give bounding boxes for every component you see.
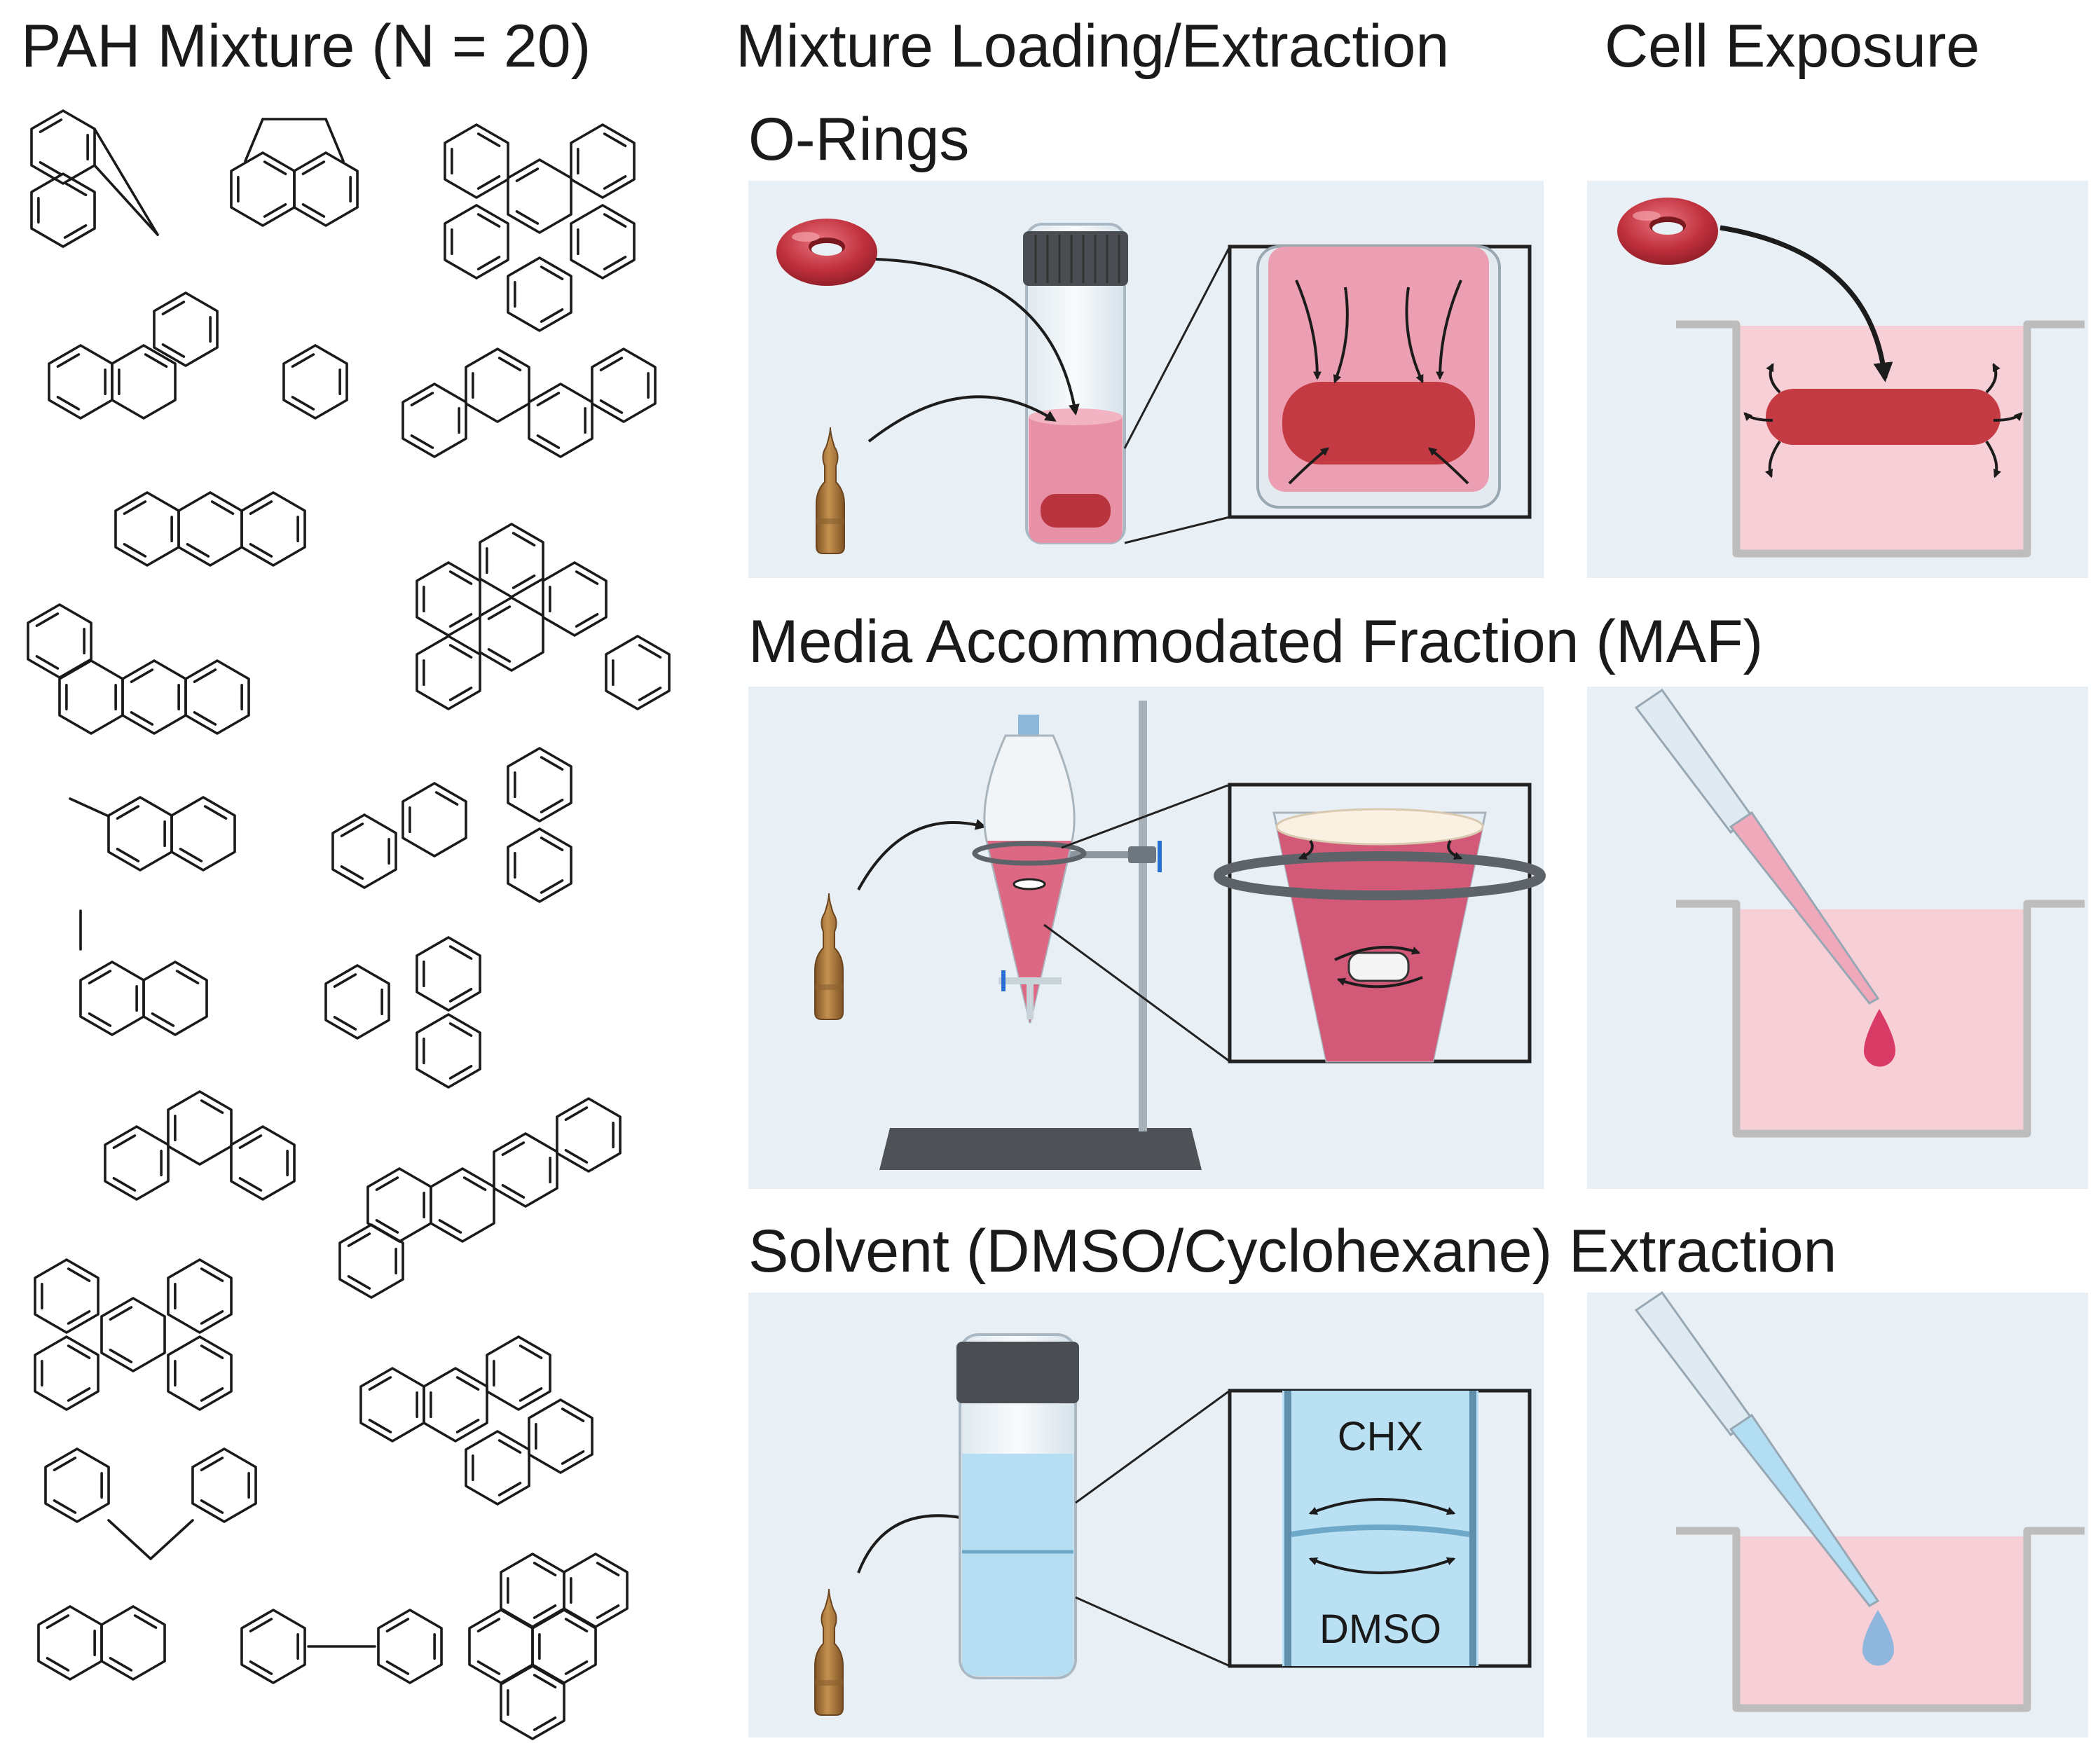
cell-exposure-header: Cell Exposure xyxy=(1605,13,1979,80)
benzene-ring xyxy=(507,158,572,234)
separatory-funnel-icon xyxy=(972,715,1087,1024)
pah-structures xyxy=(27,109,671,1740)
benzene-ring xyxy=(34,1258,99,1334)
benzene-ring xyxy=(191,1447,257,1523)
benzene-ring xyxy=(44,1447,110,1523)
benzene-ring xyxy=(79,961,145,1036)
benzene-ring xyxy=(170,796,236,872)
benzene-ring xyxy=(486,1335,551,1411)
benzene-ring xyxy=(507,747,572,823)
loading-extraction-header: Mixture Loading/Extraction xyxy=(736,13,1449,80)
culture-well-icon xyxy=(1676,1527,2085,1712)
benzene-ring xyxy=(48,344,114,420)
benzene-ring xyxy=(177,491,243,567)
benzene-ring xyxy=(444,204,509,280)
maf-row-title: Media Accommodated Fraction (MAF) xyxy=(748,608,1763,675)
orings-loading-panel xyxy=(748,181,1544,578)
benzene-ring xyxy=(34,1335,99,1411)
benzene-ring xyxy=(167,1335,233,1411)
benzene-ring xyxy=(479,523,544,598)
benzene-ring xyxy=(444,123,509,199)
benzene-ring xyxy=(416,936,481,1012)
benzene-ring xyxy=(493,1132,558,1208)
benzene-ring xyxy=(114,491,180,567)
benzene-ring xyxy=(402,782,467,858)
benzene-ring xyxy=(293,151,359,227)
benzene-ring xyxy=(121,659,187,735)
benzene-ring xyxy=(230,1125,296,1201)
benzene-ring xyxy=(570,123,636,199)
vial-icon xyxy=(956,1333,1079,1679)
benzene-ring xyxy=(423,1367,488,1443)
vial-icon xyxy=(1023,223,1128,544)
benzene-ring xyxy=(107,796,173,872)
benzene-ring xyxy=(416,1013,481,1089)
benzene-ring xyxy=(111,344,177,420)
benzene-ring xyxy=(282,344,348,420)
droplet-icon xyxy=(1862,1610,1894,1666)
benzene-ring xyxy=(30,172,96,248)
o-ring-icon xyxy=(776,219,877,286)
solvent-exposure-panel xyxy=(1587,1291,2088,1737)
benzene-ring xyxy=(331,813,397,889)
benzene-ring xyxy=(479,596,544,672)
benzene-ring xyxy=(167,1258,233,1334)
benzene-ring xyxy=(500,1665,565,1740)
pipette-icon xyxy=(1634,1291,1880,1607)
solvent-loading-panel: CHX DMSO xyxy=(748,1293,1544,1737)
pipette-icon xyxy=(1634,688,1880,1005)
pah-mixture-header: PAH Mixture (N = 20) xyxy=(21,13,591,80)
benzene-ring xyxy=(153,291,219,367)
orings-exposure-panel xyxy=(1587,181,2088,578)
o-ring-icon xyxy=(1617,198,1718,265)
maf-loading-panel xyxy=(748,687,1546,1189)
benzene-ring xyxy=(104,1125,170,1201)
benzene-ring xyxy=(402,383,467,458)
benzene-ring xyxy=(570,204,636,280)
benzene-ring xyxy=(591,347,657,423)
benzene-ring xyxy=(556,1097,622,1173)
benzene-ring xyxy=(465,347,530,423)
benzene-ring xyxy=(324,964,390,1040)
orings-row-title: O-Rings xyxy=(748,106,969,173)
chx-label: CHX xyxy=(1338,1414,1423,1459)
benzene-ring xyxy=(167,1090,233,1166)
benzene-ring xyxy=(507,827,572,903)
benzene-ring xyxy=(416,635,481,710)
benzene-ring xyxy=(27,603,92,679)
benzene-ring xyxy=(100,1605,166,1681)
benzene-ring xyxy=(542,561,608,637)
benzene-ring xyxy=(359,1367,425,1443)
benzene-ring xyxy=(507,256,572,332)
benzene-ring xyxy=(605,635,671,710)
ring-stand-icon xyxy=(879,701,1202,1170)
benzene-ring xyxy=(430,1167,495,1243)
benzene-ring xyxy=(528,1398,593,1474)
benzene-ring xyxy=(142,961,208,1036)
benzene-ring xyxy=(240,1609,306,1684)
benzene-ring xyxy=(184,659,250,735)
dmso-label: DMSO xyxy=(1319,1606,1441,1652)
benzene-ring xyxy=(465,1430,530,1506)
benzene-ring xyxy=(100,1297,166,1372)
solvent-row-title: Solvent (DMSO/Cyclohexane) Extraction xyxy=(748,1218,1837,1285)
benzene-ring xyxy=(240,491,306,567)
benzene-ring xyxy=(230,151,296,227)
benzene-ring xyxy=(366,1167,432,1243)
maf-exposure-panel xyxy=(1587,687,2088,1189)
benzene-ring xyxy=(528,383,593,458)
benzene-ring xyxy=(37,1605,103,1681)
benzene-ring xyxy=(416,561,481,637)
droplet-icon xyxy=(1864,1009,1895,1067)
benzene-ring xyxy=(338,1223,404,1299)
benzene-ring xyxy=(377,1609,443,1684)
